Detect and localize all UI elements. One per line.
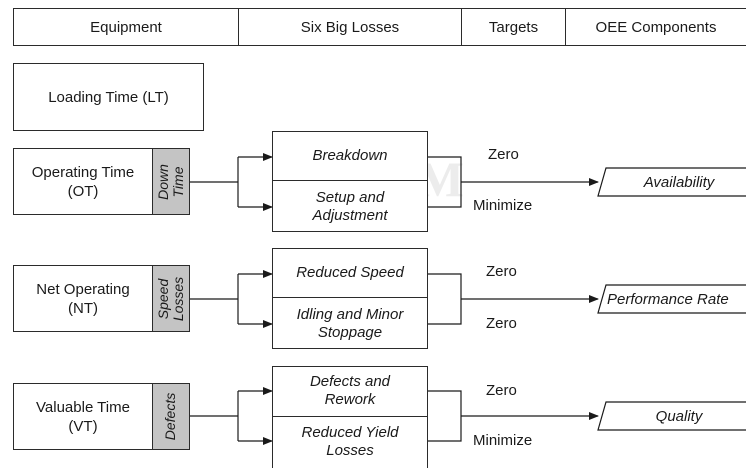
- header-targets: Targets: [461, 8, 566, 46]
- down-time-label: Down Time: [155, 163, 186, 200]
- speed-losses-label: Speed Losses: [155, 276, 187, 321]
- defects-label: Defects: [162, 392, 179, 441]
- valuable-time-label: Valuable Time (VT): [36, 398, 130, 435]
- valuable-time-box: Valuable Time (VT): [13, 383, 153, 450]
- target-reduced-yield: Minimize: [473, 432, 533, 449]
- oee-quality: Quality: [655, 407, 703, 425]
- loss-breakdown: Breakdown: [272, 131, 428, 181]
- header-six-big-losses: Six Big Losses: [238, 8, 462, 46]
- loading-time-box: Loading Time (LT): [13, 63, 204, 131]
- loss-stack-performance: [272, 248, 428, 349]
- oee-availability: Availability: [643, 173, 715, 191]
- target-defects-rework: Zero: [486, 382, 517, 399]
- loss-divider: [272, 416, 428, 417]
- target-reduced-speed: Zero: [486, 263, 517, 280]
- net-operating-box: Net Operating (NT): [13, 265, 153, 332]
- loss-setup-adjustment: Setup and Adjustment: [312, 188, 388, 224]
- loss-stack-availability: [272, 131, 428, 232]
- loading-time-label: Loading Time (LT): [48, 88, 169, 106]
- oee-performance-rate: Performance Rate: [607, 290, 729, 308]
- speed-losses-box: Speed Losses: [152, 265, 190, 332]
- operating-time-label: Operating Time (OT): [31, 163, 135, 200]
- loss-stack-quality: [272, 366, 428, 468]
- operating-time-box: Operating Time (OT): [13, 148, 153, 215]
- loss-reduced-speed: Reduced Speed: [272, 248, 428, 298]
- header-equipment: Equipment: [13, 8, 239, 46]
- loss-defects-rework: Defects and Rework: [309, 373, 391, 408]
- target-setup: Minimize: [473, 197, 533, 214]
- loss-reduced-yield: Reduced Yield Losses: [301, 424, 399, 459]
- net-operating-label: Net Operating (NT): [36, 280, 130, 317]
- loss-idling-minor-stoppage: Idling and Minor Stoppage: [296, 305, 404, 341]
- target-idling: Zero: [486, 315, 517, 332]
- defects-box: Defects: [152, 383, 190, 450]
- header-oee-components: OEE Components: [565, 8, 746, 46]
- target-breakdown: Zero: [488, 146, 519, 163]
- down-time-box: Down Time: [152, 148, 190, 215]
